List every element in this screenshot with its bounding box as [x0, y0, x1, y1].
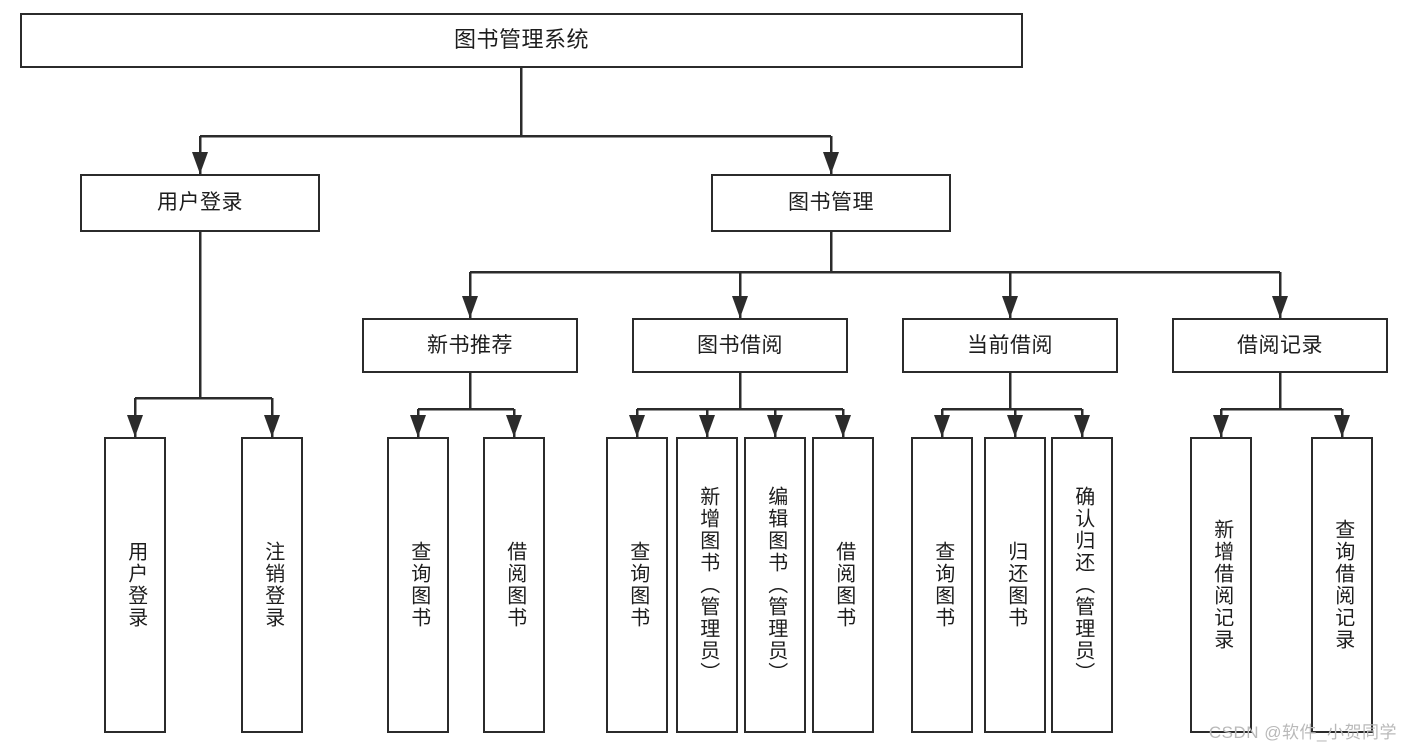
node-new-book-recommend-label: 新书推荐	[427, 333, 513, 357]
node-book-manage-label: 图书管理	[788, 191, 874, 215]
leaf-add-book[interactable]: 新增图书（管理员）	[676, 437, 738, 733]
leaf-confirm-return-label: 确认归还（管理员）	[1071, 486, 1094, 684]
node-new-book-recommend[interactable]: 新书推荐	[362, 318, 578, 373]
leaf-query-book-rec-label: 查询图书	[407, 541, 430, 629]
leaf-confirm-return[interactable]: 确认归还（管理员）	[1051, 437, 1113, 733]
leaf-add-book-label: 新增图书（管理员）	[696, 486, 719, 684]
node-book-manage[interactable]: 图书管理	[711, 174, 951, 232]
leaf-query-book-cur-label: 查询图书	[931, 541, 954, 629]
leaf-add-record[interactable]: 新增借阅记录	[1190, 437, 1252, 733]
leaf-add-record-label: 新增借阅记录	[1210, 519, 1233, 651]
leaf-user-logout-label: 注销登录	[261, 541, 284, 629]
leaf-query-book-cur[interactable]: 查询图书	[911, 437, 973, 733]
leaf-borrow-book-label: 借阅图书	[832, 541, 855, 629]
leaf-query-book-borrow-label: 查询图书	[626, 541, 649, 629]
node-user-login[interactable]: 用户登录	[80, 174, 320, 232]
leaf-query-record-label: 查询借阅记录	[1331, 519, 1354, 651]
leaf-borrow-book-rec[interactable]: 借阅图书	[483, 437, 545, 733]
leaf-return-book[interactable]: 归还图书	[984, 437, 1046, 733]
leaf-user-logout[interactable]: 注销登录	[241, 437, 303, 733]
node-user-login-label: 用户登录	[157, 191, 243, 215]
node-root-label: 图书管理系统	[453, 27, 589, 53]
leaf-return-book-label: 归还图书	[1004, 541, 1027, 629]
watermark: CSDN @软件_小贺同学	[1208, 723, 1397, 742]
leaf-user-login[interactable]: 用户登录	[104, 437, 166, 733]
leaf-query-book-rec[interactable]: 查询图书	[387, 437, 449, 733]
leaf-user-login-label: 用户登录	[124, 541, 147, 629]
leaf-query-book-borrow[interactable]: 查询图书	[606, 437, 668, 733]
leaf-borrow-book-rec-label: 借阅图书	[503, 541, 526, 629]
leaf-edit-book-label: 编辑图书（管理员）	[764, 486, 787, 684]
node-borrow-record-label: 借阅记录	[1237, 333, 1323, 357]
node-book-borrow-label: 图书借阅	[697, 333, 783, 357]
leaf-edit-book[interactable]: 编辑图书（管理员）	[744, 437, 806, 733]
node-root[interactable]: 图书管理系统	[20, 13, 1023, 68]
node-book-borrow[interactable]: 图书借阅	[632, 318, 848, 373]
node-current-borrow[interactable]: 当前借阅	[902, 318, 1118, 373]
leaf-borrow-book[interactable]: 借阅图书	[812, 437, 874, 733]
node-borrow-record[interactable]: 借阅记录	[1172, 318, 1388, 373]
node-current-borrow-label: 当前借阅	[967, 333, 1053, 357]
leaf-query-record[interactable]: 查询借阅记录	[1311, 437, 1373, 733]
